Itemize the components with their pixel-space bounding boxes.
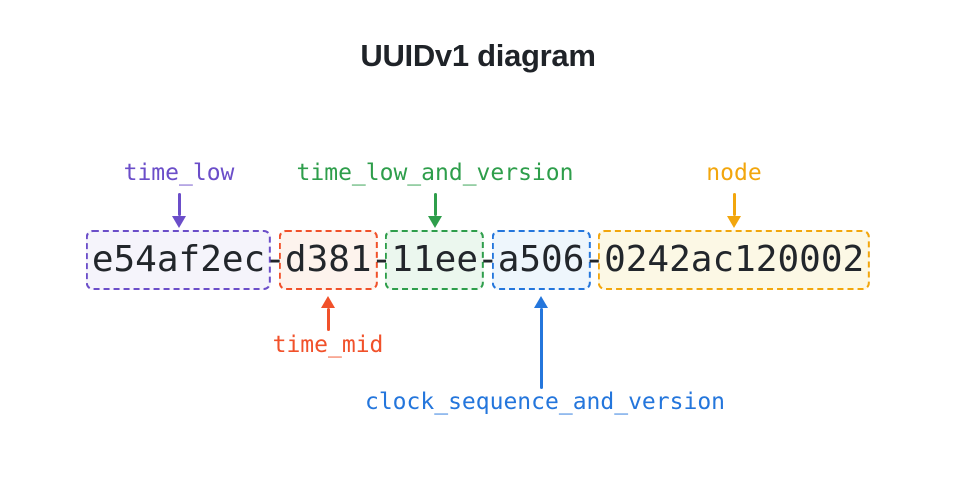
uuid-segment-clock-sequence-and-version: a506 (491, 230, 591, 290)
uuid-segment-time-low: e54af2ec (85, 230, 272, 290)
label-node: node (706, 160, 762, 186)
label-time-mid: time_mid (272, 332, 384, 358)
uuid-separator: - (264, 239, 286, 280)
time-mid-arrow-up-icon (321, 296, 335, 331)
label-clock-sequence-and-version: clock_sequence_and_version (364, 389, 726, 415)
time-low-and-version-arrow-down-icon (428, 193, 442, 228)
uuid-segment-time-mid: d381 (278, 230, 378, 290)
arrow-head (321, 296, 335, 308)
arrow-shaft (539, 308, 543, 389)
arrow-shaft (433, 193, 437, 216)
label-time-low-and-version: time_low_and_version (296, 160, 574, 186)
node-arrow-down-icon (727, 193, 741, 228)
label-time-low: time_low (123, 160, 235, 186)
arrow-head (428, 216, 442, 228)
arrow-shaft (732, 193, 736, 216)
arrow-head (727, 216, 741, 228)
uuid-value: e54af2ec - d381 - 11ee - a506 - 0242ac12… (85, 230, 871, 290)
uuid-segment-node: 0242ac120002 (598, 230, 871, 290)
arrow-head (172, 216, 186, 228)
clock-sequence-arrow-up-icon (534, 296, 548, 389)
diagram-title: UUIDv1 diagram (360, 38, 596, 73)
uuid-separator: - (370, 239, 393, 280)
time-low-arrow-down-icon (172, 193, 186, 228)
uuid-segment-time-low-and-version: 11ee (385, 230, 484, 290)
arrow-head (534, 296, 548, 308)
arrow-shaft (177, 193, 181, 216)
uuid-separator: - (583, 239, 606, 280)
arrow-shaft (326, 308, 330, 331)
uuid-separator: - (477, 239, 499, 280)
